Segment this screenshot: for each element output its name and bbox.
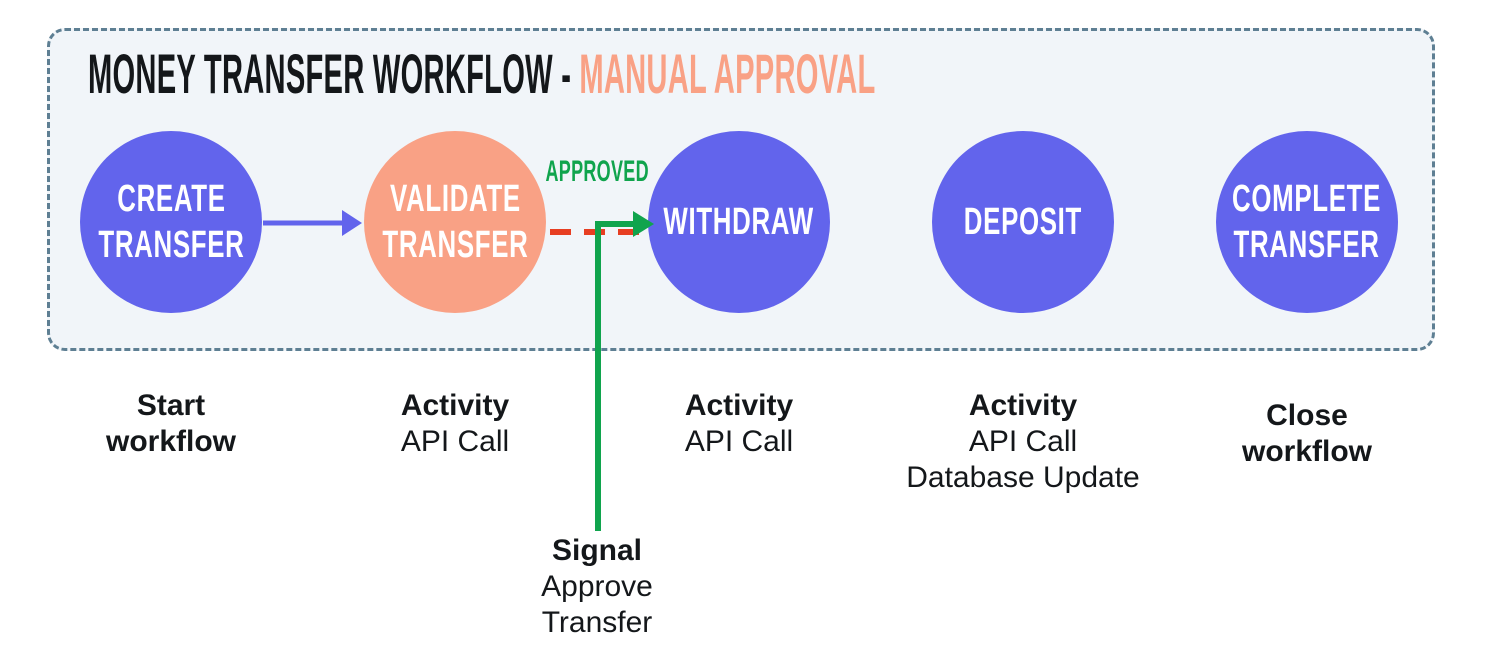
node-label: VALIDATE TRANSFER — [381, 178, 529, 266]
node-label: COMPLETE TRANSFER — [1232, 178, 1382, 266]
annotation-signal: Signal Approve Transfer — [417, 533, 777, 641]
diagram-title-main: MONEY TRANSFER WORKFLOW - — [88, 42, 572, 105]
annotation-title: Activity — [684, 389, 794, 422]
signal-sub: Approve Transfer — [541, 570, 653, 639]
annotation-title: Activity — [968, 389, 1078, 422]
annotation-validate-activity: Activity API Call — [275, 388, 635, 460]
node-label: DEPOSIT — [963, 201, 1083, 243]
node-validate-transfer: VALIDATE TRANSFER — [364, 131, 546, 313]
annotation-sub: API Call Database Update — [906, 425, 1140, 494]
approved-edge-label-text: APPROVED — [545, 155, 649, 188]
node-complete-transfer: COMPLETE TRANSFER — [1216, 131, 1398, 313]
annotation-withdraw-activity: Activity API Call — [559, 388, 919, 460]
node-create-transfer: CREATE TRANSFER — [80, 131, 262, 313]
annotation-deposit-activity: Activity API Call Database Update — [843, 388, 1203, 496]
annotation-start-workflow: Start workflow — [0, 388, 351, 460]
annotation-title: Start workflow — [105, 389, 236, 458]
node-label: CREATE TRANSFER — [97, 178, 245, 266]
node-deposit: DEPOSIT — [932, 131, 1114, 313]
annotation-sub: API Call — [684, 425, 794, 458]
annotation-title: Close workflow — [1241, 399, 1372, 468]
node-withdraw: WITHDRAW — [648, 131, 830, 313]
diagram-title-accent: MANUAL APPROVAL — [579, 42, 876, 105]
annotation-sub: API Call — [400, 425, 510, 458]
annotation-title: Activity — [400, 389, 510, 422]
node-label: WITHDRAW — [663, 201, 815, 243]
signal-title: Signal — [551, 534, 642, 567]
diagram-title: MONEY TRANSFER WORKFLOW -MANUAL APPROVAL — [88, 42, 1495, 106]
approved-edge-label: APPROVED — [497, 156, 697, 188]
annotation-close-workflow: Close workflow — [1127, 398, 1487, 470]
